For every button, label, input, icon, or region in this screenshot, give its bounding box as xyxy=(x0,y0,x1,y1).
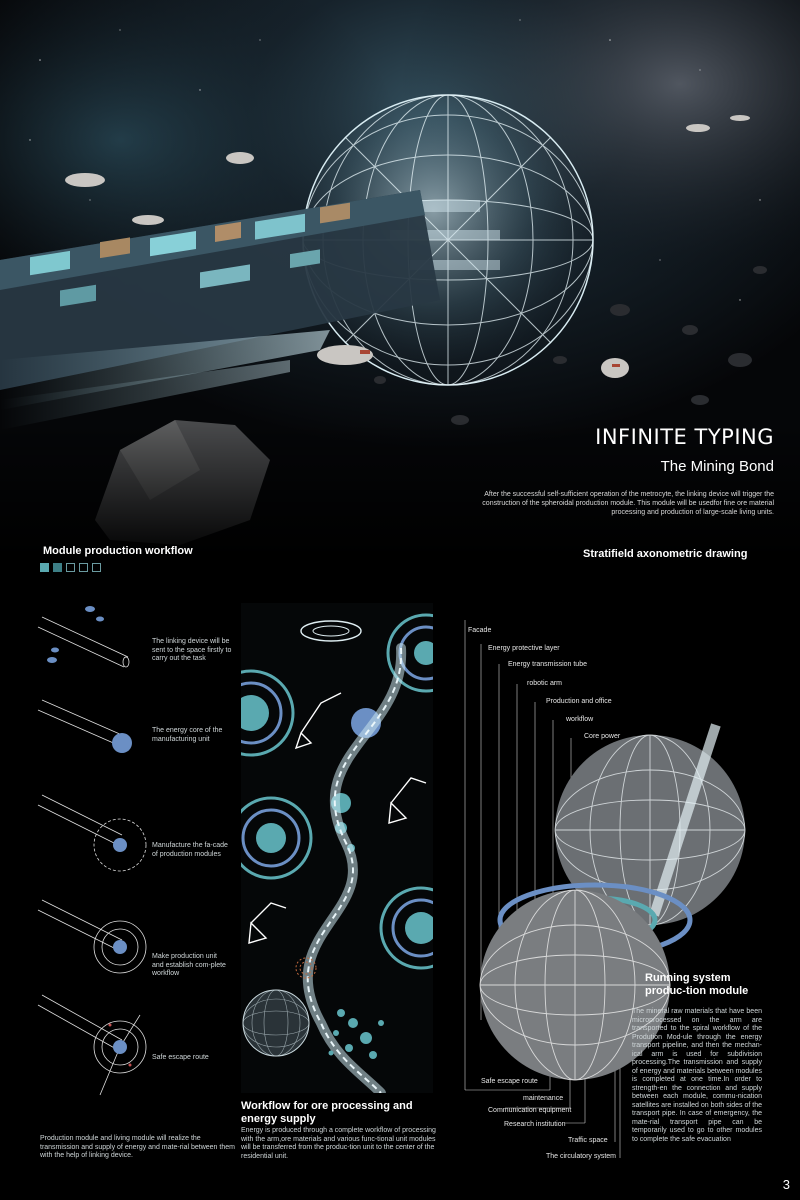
ore-workflow-illustration xyxy=(241,603,433,1093)
axo-heading: Stratifield axonometric drawing xyxy=(583,548,748,560)
running-body: The mineral raw materials that have been… xyxy=(632,1008,762,1143)
axo-label-core-power: Core power xyxy=(584,733,621,740)
axo-label-escape-route: Safe escape route xyxy=(481,1078,538,1085)
top-dome xyxy=(554,723,746,926)
ore-heading: Workflow for ore processing and energy s… xyxy=(241,1100,413,1125)
axo-label-traffic: Traffic space xyxy=(568,1137,608,1144)
axo-label-production-office: Production and office xyxy=(546,698,612,705)
ore-body: Energy is produced through a complete wo… xyxy=(241,1127,436,1160)
axo-label-communication: Communication equipment xyxy=(488,1107,572,1114)
swatch xyxy=(79,563,88,572)
axo-label-energy-protective: Energy protective layer xyxy=(488,645,560,652)
axo-label-robotic-arm: robotic arm xyxy=(527,680,563,687)
bottom-dome xyxy=(479,889,671,1081)
page-title: INFINITE TYPING xyxy=(595,425,774,449)
swatch-row xyxy=(40,563,101,572)
workflow-step-5: Safe escape route xyxy=(152,1054,209,1061)
swatch xyxy=(92,563,101,572)
workflow-heading: Module production workflow xyxy=(43,545,193,557)
swatch xyxy=(40,563,49,572)
axo-label-circulatory: The circulatory system xyxy=(546,1153,617,1160)
page-number: 3 xyxy=(782,1177,790,1192)
space-scene xyxy=(0,0,800,560)
workflow-step-4: Make production unit and establish com-p… xyxy=(152,953,226,977)
workflow-step-1: The linking device will be sent to the s… xyxy=(152,638,232,662)
axo-label-maintenance: maintenance xyxy=(523,1095,564,1102)
axo-label-facade: Facade xyxy=(468,627,492,634)
workflow-footer: Production module and living module will… xyxy=(40,1135,235,1159)
workflow-diagrams xyxy=(37,606,147,1096)
page-subtitle: The Mining Bond xyxy=(660,458,774,475)
workflow-step-2: The energy core of the manufacturing uni… xyxy=(152,727,223,743)
workflow-step-3: Manufacture the fa-cade of production mo… xyxy=(152,842,228,858)
ore-workflow-graphic xyxy=(241,613,433,1093)
running-heading: Running system produc-tion module xyxy=(645,972,749,997)
swatch xyxy=(66,563,75,572)
axo-label-workflow: workflow xyxy=(566,716,594,723)
hero-illustration xyxy=(0,0,800,560)
axonometric-drawing xyxy=(464,620,746,1158)
axo-label-energy-tube: Energy transmission tube xyxy=(508,661,587,668)
swatch xyxy=(53,563,62,572)
axo-label-research: Research institution xyxy=(504,1121,566,1128)
intro-paragraph: After the successful self-sufficient ope… xyxy=(482,491,774,516)
